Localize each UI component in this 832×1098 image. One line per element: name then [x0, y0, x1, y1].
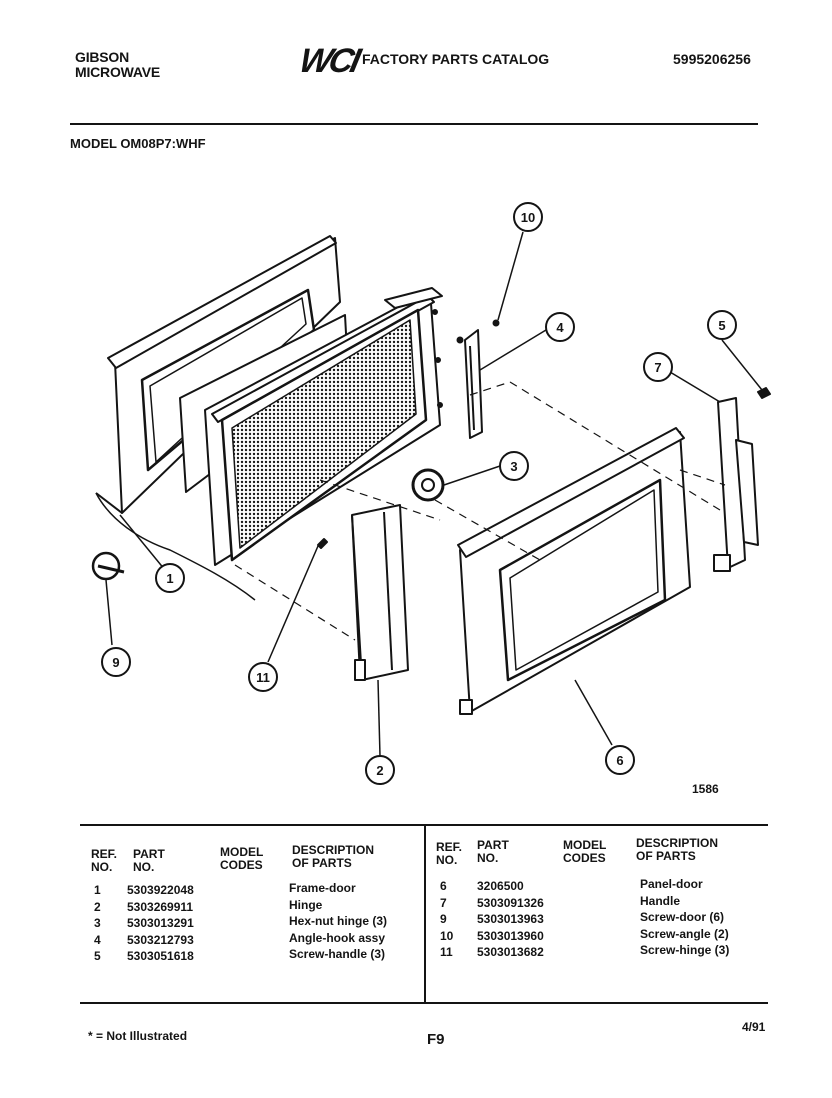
table-row-part: 5303212793: [127, 932, 194, 947]
table-row-desc: Angle-hook assy: [289, 930, 386, 945]
table-row-ref: 6: [440, 879, 447, 893]
svg-text:5: 5: [718, 318, 725, 333]
table-row-desc: Panel-door: [640, 877, 703, 891]
catalog-number: 5995206256: [673, 51, 751, 67]
svg-text:1: 1: [166, 571, 173, 586]
not-illustrated-note: * = Not Illustrated: [88, 1029, 188, 1043]
table-row-part: 5303013963: [477, 912, 544, 926]
table-row-part: 5303922048: [127, 883, 194, 897]
table-row-desc: Handle: [640, 893, 681, 908]
callout-4: 4: [545, 312, 575, 342]
table-row-ref: 7: [440, 895, 447, 910]
door-screw-part: [91, 551, 125, 581]
hinge-part: [351, 504, 409, 681]
table-row-desc: Screw-handle (3): [289, 947, 386, 961]
callouts: 10 4 5 7 3 1 9 11 2 6: [101, 202, 737, 785]
leader-lines: [105, 231, 763, 757]
table-row-part: 5303091326: [477, 895, 544, 910]
svg-text:10: 10: [521, 210, 535, 225]
left-desc-column: Frame-door Hinge Hex-nut hinge (3) Angle…: [289, 880, 387, 963]
svg-text:11: 11: [256, 670, 270, 685]
table-row-ref: 2: [94, 899, 101, 914]
table-row-desc: Hinge: [289, 897, 323, 912]
svg-text:3: 3: [510, 459, 517, 474]
svg-text:9: 9: [112, 655, 119, 670]
table-row-part: 5303269911: [127, 899, 194, 914]
left-ref-column: 1 2 3 4 5: [94, 882, 101, 965]
table-row-ref: 4: [94, 932, 101, 947]
callout-7: 7: [643, 352, 673, 382]
model-label: MODEL OM08P7:WHF: [70, 136, 206, 151]
table-row-ref: 10: [440, 928, 454, 943]
svg-text:2: 2: [376, 763, 383, 778]
table-center-divider: [424, 826, 426, 1002]
callout-1: 1: [155, 563, 185, 593]
callout-9: 9: [101, 647, 131, 677]
table-row-part: 3206500: [477, 879, 524, 893]
table-row-part: 5303013960: [477, 928, 544, 943]
angle-hook-part: [456, 329, 483, 439]
table-row-desc: Hex-nut hinge (3): [289, 914, 387, 928]
catalog-title: FACTORY PARTS CATALOG: [362, 51, 550, 67]
callout-3: 3: [499, 451, 529, 481]
table-row-ref: 9: [440, 912, 447, 926]
header-rule: [70, 123, 758, 125]
hex-nut-part: [411, 468, 445, 502]
brand-line-1: GIBSON: [75, 49, 130, 65]
brand-name: GIBSON MICROWAVE: [75, 50, 160, 80]
table-row-part: 5303013291: [127, 916, 194, 930]
callout-10: 10: [513, 202, 543, 232]
left-part-column: 5303922048 5303269911 5303013291 5303212…: [127, 882, 194, 965]
handle-part: [713, 397, 759, 572]
svg-text:4: 4: [556, 320, 564, 335]
table-bottom-rule: [80, 1002, 768, 1004]
callout-11: 11: [248, 662, 278, 692]
right-desc-column: Panel-door Handle Screw-door (6) Screw-a…: [640, 876, 729, 959]
callout-6: 6: [605, 745, 635, 775]
table-row-desc: Screw-hinge (3): [640, 943, 730, 957]
table-row-desc: Screw-door (6): [640, 910, 725, 924]
callout-5: 5: [707, 310, 737, 340]
right-part-column: 3206500 5303091326 5303013963 5303013960…: [477, 878, 544, 961]
alignment-lines: [234, 381, 726, 641]
col-ref-header-right: REF.NO.: [436, 840, 463, 867]
table-row-part: 5303051618: [127, 949, 194, 963]
callout-2: 2: [365, 755, 395, 785]
table-row-desc: Screw-angle (2): [640, 926, 729, 941]
right-ref-column: 6 7 9 10 11: [440, 878, 453, 961]
col-ref-header: REF.NO.: [91, 847, 118, 874]
table-row-desc: Frame-door: [289, 881, 356, 895]
svg-text:7: 7: [654, 360, 661, 375]
revision-date: 4/91: [742, 1020, 766, 1034]
table-row-ref: 11: [440, 945, 453, 959]
table-row-part: 5303013682: [477, 945, 544, 959]
inner-panel-part: [204, 287, 443, 566]
panel-door-part: [457, 427, 691, 715]
table-row-ref: 1: [94, 883, 101, 897]
svg-text:6: 6: [616, 753, 623, 768]
table-row-ref: 3: [94, 916, 101, 930]
diagram-id: 1586: [692, 782, 719, 796]
brand-line-2: MICROWAVE: [75, 64, 161, 80]
page-number: F9: [427, 1031, 445, 1048]
table-top-rule: [80, 824, 768, 826]
table-row-ref: 5: [94, 949, 101, 963]
